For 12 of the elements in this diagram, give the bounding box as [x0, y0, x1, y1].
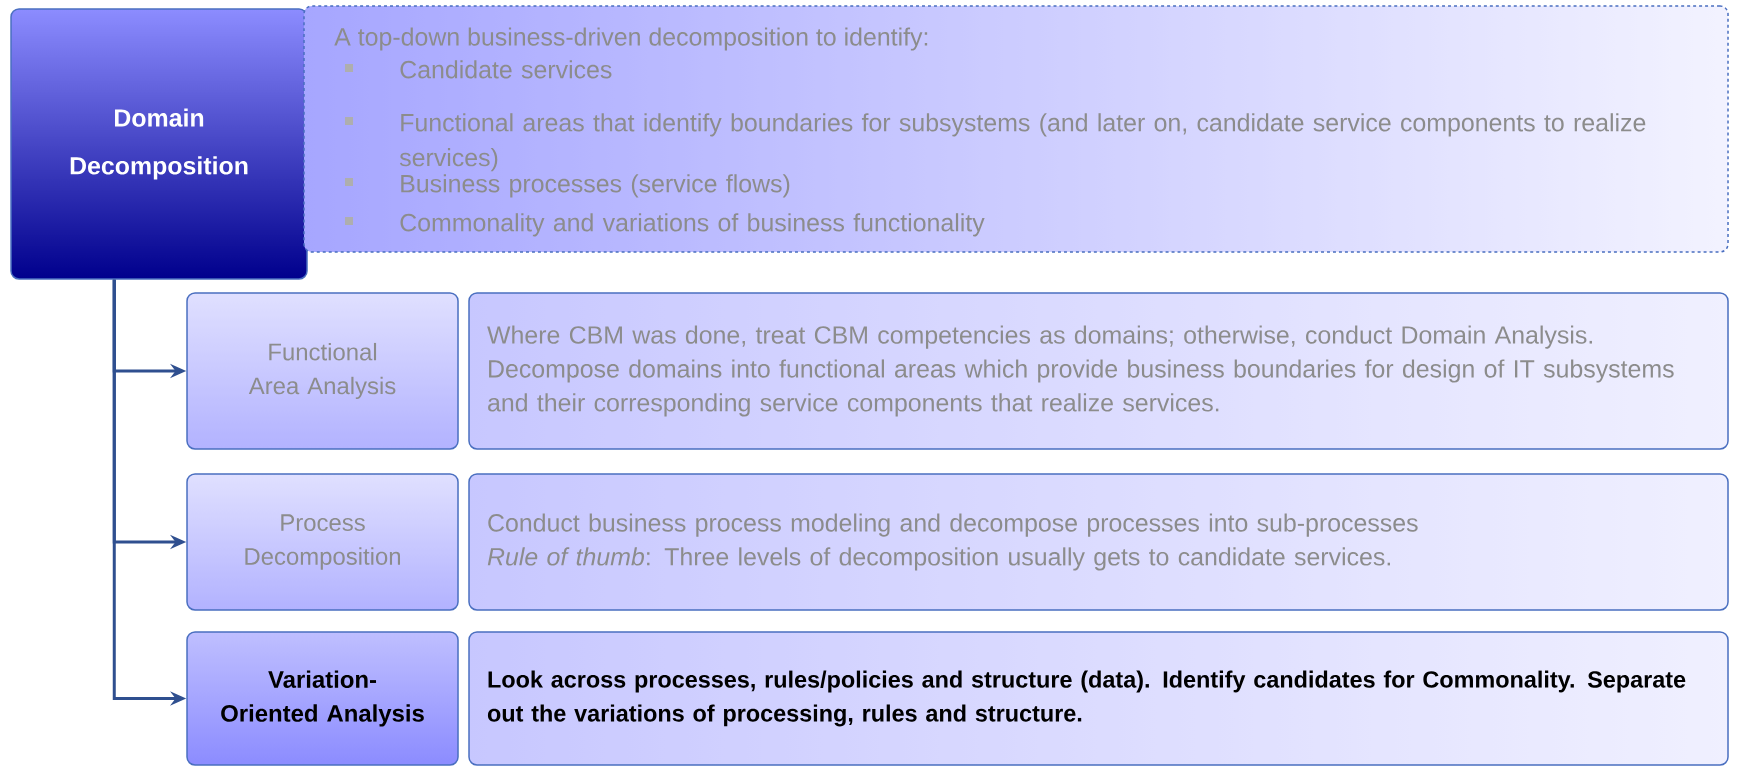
description-box: Where CBM was done, treat CBM competencies as domains; otherwise, conduct Domain Analysis. Decompose domains into functional areas which provide business boundaries for design of IT subsystems and their corresponding service components that realize services. [468, 292, 1729, 450]
bullet-text: Commonality and variations of business functionality [400, 213, 985, 237]
bullet-text: Business processes (service flows) [401, 174, 790, 198]
description-box: Look across processes, rules/policies and structure (data). Identify candidates for Commonality. Separate out the variations of processing, rules and structure. [468, 631, 1729, 766]
process-box: Domain Decomposition [10, 8, 308, 280]
process-box: Process Decomposition [186, 473, 459, 611]
process-box: Variation-Oriented Analysis [186, 631, 459, 766]
bullet-text: Functional areas that identify boundaries for subsystems (and later on, candidate service components to realize services) [399, 113, 1646, 172]
bullet-text: Candidate services [400, 60, 612, 79]
heading-text: A top-down business-driven decomposition to identify: [334, 27, 928, 51]
process-box: Functional Area Analysis [186, 292, 459, 450]
description-box: Conduct business process modeling and decompose processes into sub-processes Rule of thumb: Three levels of decomposition usually gets to candidate services. [468, 473, 1729, 611]
